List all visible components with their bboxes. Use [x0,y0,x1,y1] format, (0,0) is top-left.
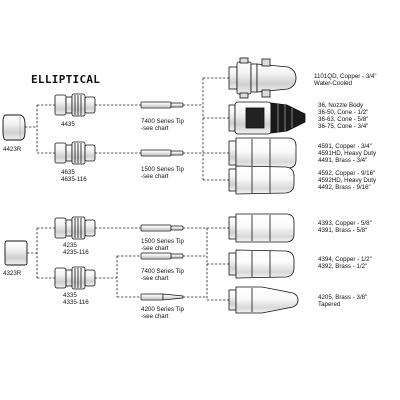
diagram-title: ELLIPTICAL [31,73,101,86]
nozzle-4591-shape [228,137,297,169]
insulator-4423r-shape [2,114,26,141]
tip-1500-bottom-note-label: -see chart [141,245,169,252]
nozzle-36-line-4: 36-75, Cone - 3/4" [318,123,369,130]
nozzle-1101qd-line-2: Water-Cooled [314,80,352,87]
nozzle-4393-shape [228,213,295,243]
nozzle-4592-line-3: 4492, Brass - 9/16" [318,184,371,191]
nozzle-36-line-1: 36, Nozzle Body [318,102,364,109]
nozzle-4592-line-1: 4592, Copper - 9/16" [318,170,376,177]
nozzle-4205-line-1: 4205, Brass - 3/8" [318,294,368,301]
nozzle-4205-shape [228,286,299,314]
body-4435-shape [54,93,96,117]
tip-7400-bottom-series-label: 7400 Series Tip [141,268,184,275]
nozzle-36-shape [228,101,306,135]
tip-1500-shape [140,149,184,157]
nozzle-4393-line-1: 4393, Copper - 5/8" [318,220,372,227]
tip-7400-bottom-shape [140,252,184,260]
nozzle-4205-line-2: Tapered [318,301,341,308]
insulator-4323r-label: 4323R [3,270,22,277]
tip-4200-note-label: -see chart [141,313,169,320]
nozzle-4393-line-2: 4391, Brass - 5/8" [318,227,368,234]
tip-1500-note-label: -see chart [141,173,169,180]
nozzle-4394-shape [228,249,295,279]
tip-1500-bottom-shape [140,224,184,232]
connector-lines-top [25,77,229,181]
tip-7400-shape [140,101,184,109]
tip-4200-shape [140,293,184,301]
body-4335-label: 4335 [63,292,77,299]
tip-7400-series-label: 7400 Series Tip [141,118,184,125]
insulator-4323r-shape [4,240,28,266]
nozzle-4394-line-1: 4394, Copper - 1/2" [318,256,372,263]
tip-1500-series-label: 1500 Series Tip [141,166,184,173]
tip-1500-bottom-series-label: 1500 Series Tip [141,238,184,245]
tip-7400-bottom-note-label: -see chart [141,275,169,282]
body-4635-label: 4635 [61,169,75,176]
nozzle-1101qd-line-1: 1101QD, Copper - 3/4" [314,73,377,80]
body-4335-shape [54,266,96,290]
nozzle-4592-line-2: 4592HD, Heavy Duty [318,177,377,184]
body-4335-alt-label: 4335-116 [63,299,89,306]
nozzle-36-line-3: 36-63, Cone - 5/8" [318,116,369,123]
tip-7400-note-label: -see chart [141,125,169,132]
body-4635-alt-label: 4635-116 [61,176,87,183]
insulator-4423r-label: 4423R [3,146,22,153]
nozzle-4591-line-1: 4591, Copper - 3/4" [318,143,372,150]
body-4235-shape [54,216,96,240]
connector-lines-bottom [27,227,229,301]
nozzle-1101qd-shape [228,57,297,99]
nozzle-4394-line-2: 4392, Brass - 1/2" [318,263,368,270]
nozzle-4591-line-3: 4491, Brass - 3/4" [318,157,368,164]
tip-4200-series-label: 4200 Series Tip [141,306,184,313]
body-4235-label: 4235 [63,242,77,249]
nozzle-36-line-2: 36-50, Cone - 1/2" [318,109,369,116]
nozzle-4592-shape [228,165,295,195]
body-4435-label: 4435 [61,121,75,128]
body-4235-alt-label: 4235-116 [63,249,89,256]
nozzle-4591-line-2: 4591HD, Heavy Duty [318,150,377,157]
body-4635-shape [54,141,96,165]
